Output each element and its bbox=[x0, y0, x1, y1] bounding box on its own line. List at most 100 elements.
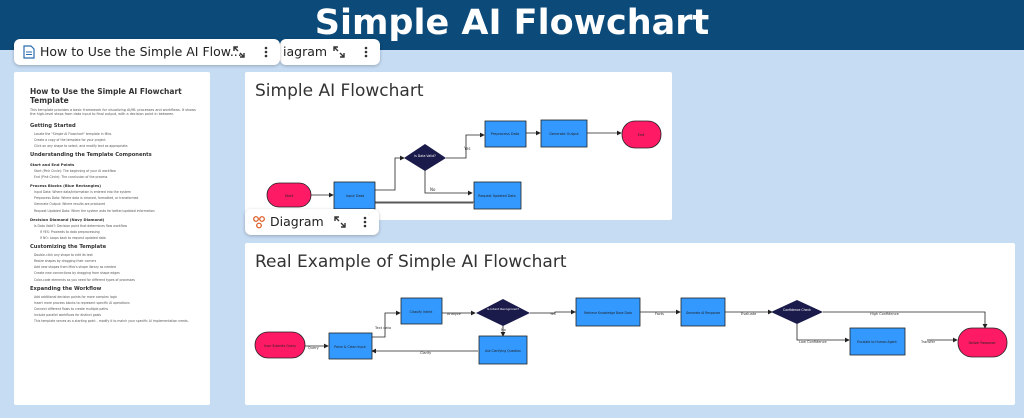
diagram-tab-behind-label: iagram bbox=[283, 44, 328, 59]
doc-list-item: Create a copy of the template for your p… bbox=[34, 137, 107, 142]
more-icon[interactable] bbox=[257, 43, 275, 61]
ex-node-confidence-label: Confidence Check bbox=[783, 308, 811, 312]
doc-list-item: Request Updated Data: When the system as… bbox=[34, 208, 155, 213]
more-icon[interactable] bbox=[357, 43, 375, 61]
doc-section-heading: Understanding the Template Components bbox=[30, 151, 152, 158]
node-request bbox=[473, 181, 522, 210]
node-preprocess bbox=[484, 120, 527, 148]
ex-edge-low: Low Confidence bbox=[799, 340, 827, 344]
doc-title: How to Use the Simple AI Flowchart Templ… bbox=[30, 87, 182, 105]
ex-edge-no: No bbox=[501, 328, 506, 332]
doc-list-item: Add new shapes from Miro's shape library… bbox=[34, 265, 116, 270]
doc-section-heading: Customizing the Template bbox=[30, 243, 107, 250]
doc-subheading: Decision Diamond (Navy Diamond) bbox=[30, 216, 105, 222]
node-end-label: End bbox=[638, 133, 645, 137]
doc-list-item: Is Data Valid?: Decision point that dete… bbox=[34, 223, 128, 228]
node-preprocess-label: Preprocess Data bbox=[491, 132, 519, 136]
example-flowchart-card[interactable]: Real Example of Simple AI Flowchart User… bbox=[245, 243, 1015, 405]
doc-subheading: Process Blocks (Blue Rectangles) bbox=[30, 183, 102, 189]
node-start-label: Start bbox=[285, 194, 294, 198]
doc-list-item: Add additional decision points for more … bbox=[34, 294, 118, 299]
doc-list-item: Click on any shape to select, and modify… bbox=[34, 144, 129, 148]
simple-flowchart-diagram: Start Input Data Is Data Valid? Preproce… bbox=[266, 119, 662, 210]
doc-list-item: Resize shapes by dragging their corners bbox=[34, 259, 97, 264]
ex-node-start bbox=[254, 331, 306, 359]
ex-node-human-label: Escalate to Human Agent bbox=[857, 340, 897, 344]
ex-node-classify-label: Classify Intent bbox=[410, 310, 433, 314]
document-content: How to Use the Simple AI Flowchart Templ… bbox=[14, 72, 210, 324]
ex-node-clarify-label: Ask Clarifying Question bbox=[485, 349, 521, 353]
node-input-label: Input Data bbox=[346, 194, 365, 198]
doc-list-item: Insert more process blocks to represent … bbox=[34, 300, 130, 305]
doc-list-item: Input Data: Where data/information is en… bbox=[34, 190, 131, 195]
diagram-tab-label: Diagram bbox=[270, 214, 324, 229]
node-generate bbox=[540, 119, 588, 148]
document-tab-title: How to Use the Simple AI Flow... bbox=[40, 44, 242, 59]
node-input bbox=[333, 181, 376, 210]
diagram-icon bbox=[250, 213, 268, 231]
diagram-tab[interactable]: Diagram bbox=[245, 209, 379, 235]
node-generate-label: Generate Output bbox=[549, 132, 579, 136]
ex-edge-evaluate: Evaluate bbox=[741, 312, 756, 316]
expand-icon[interactable] bbox=[330, 43, 348, 61]
doc-list-item: If YES: Proceeds to data preprocessing bbox=[40, 229, 100, 234]
ex-edge-clarify: Clarify bbox=[420, 351, 431, 355]
node-end bbox=[621, 120, 662, 149]
edge-decision-preprocess bbox=[446, 132, 485, 159]
doc-list-item: If NO: Loops back to request updated dat… bbox=[40, 235, 106, 240]
ex-node-start-label: User Submits Query bbox=[264, 344, 296, 348]
expand-icon[interactable] bbox=[331, 213, 349, 231]
ex-node-end-label: Deliver Response bbox=[969, 341, 996, 345]
ex-node-classify bbox=[400, 297, 443, 325]
ex-node-parse bbox=[328, 332, 373, 360]
ex-edge-high: High Confidence bbox=[870, 312, 899, 316]
doc-section-heading: Expanding the Workflow bbox=[30, 285, 102, 292]
ex-node-end bbox=[957, 327, 1008, 358]
ex-edge-facts: Facts bbox=[655, 312, 664, 316]
doc-list-item: Include parallel workflows for distinct … bbox=[34, 313, 102, 318]
ex-edge-text-data: Text data bbox=[374, 326, 391, 330]
example-flowchart-diagram: User Submits Query Parse & Clean Input C… bbox=[254, 297, 1008, 365]
edge-yes-label: Yes bbox=[463, 146, 470, 151]
node-decision-label: Is Data Valid? bbox=[414, 154, 436, 158]
ex-edge-yes: Yes bbox=[550, 312, 556, 316]
simple-flowchart-title: Simple AI Flowchart bbox=[255, 81, 424, 101]
doc-section-heading: Getting Started bbox=[30, 122, 76, 129]
doc-list-item: Color-code elements as you need for diff… bbox=[34, 277, 135, 282]
ex-edge-analyze: Analyze bbox=[447, 312, 461, 316]
ex-node-recognized-label: Is Intent Recognized? bbox=[487, 307, 519, 311]
edge-input-decision bbox=[375, 155, 405, 191]
ex-node-parse-label: Parse & Clean Input bbox=[334, 345, 366, 349]
document-tab[interactable]: How to Use the Simple AI Flow... bbox=[14, 39, 280, 65]
doc-intro: This template provides a basic framework… bbox=[30, 108, 196, 117]
doc-list-item: Start (Pink Circle): The beginning of yo… bbox=[34, 168, 116, 173]
ex-node-human bbox=[849, 327, 906, 356]
doc-list-item: Create new connections by dragging from … bbox=[34, 271, 120, 276]
ex-edge-transfer: Transfer bbox=[920, 340, 936, 344]
ex-node-generate bbox=[680, 297, 726, 327]
ex-node-recognized bbox=[476, 299, 530, 326]
node-decision bbox=[404, 144, 446, 171]
node-start bbox=[266, 182, 312, 208]
ex-node-retrieve bbox=[575, 297, 641, 327]
document-icon bbox=[20, 43, 38, 61]
document-panel[interactable]: How to Use the Simple AI Flowchart Templ… bbox=[14, 72, 210, 405]
simple-flowchart-card[interactable]: Simple AI Flowchart Start Input Data Is … bbox=[245, 72, 672, 220]
example-flowchart-title: Real Example of Simple AI Flowchart bbox=[255, 252, 567, 272]
doc-list-item: Locate the "Simple AI Flowchart" templat… bbox=[34, 131, 113, 136]
ex-node-generate-label: Generate AI Response bbox=[686, 311, 720, 315]
edge-no-label: No bbox=[430, 187, 436, 192]
edge-decision-request bbox=[424, 169, 473, 196]
ex-edge-query: Query bbox=[308, 346, 319, 350]
expand-icon[interactable] bbox=[230, 43, 248, 61]
doc-list-item: End (Pink Circle): The conclusion of the… bbox=[34, 175, 108, 180]
node-request-label: Request Updated Data bbox=[478, 194, 515, 198]
ex-node-clarify bbox=[478, 335, 528, 365]
ex-node-confidence bbox=[771, 300, 823, 324]
doc-subheading: Start and End Points bbox=[30, 161, 75, 167]
diagram-tab-behind[interactable]: iagram bbox=[280, 39, 380, 65]
doc-list-item: Double-click any shape to edit its text bbox=[34, 252, 93, 257]
ex-node-retrieve-label: Retrieve Knowledge Base Data bbox=[584, 311, 632, 315]
more-icon[interactable] bbox=[356, 213, 374, 231]
doc-list-item: Generate Output: Where results are produ… bbox=[34, 202, 106, 207]
